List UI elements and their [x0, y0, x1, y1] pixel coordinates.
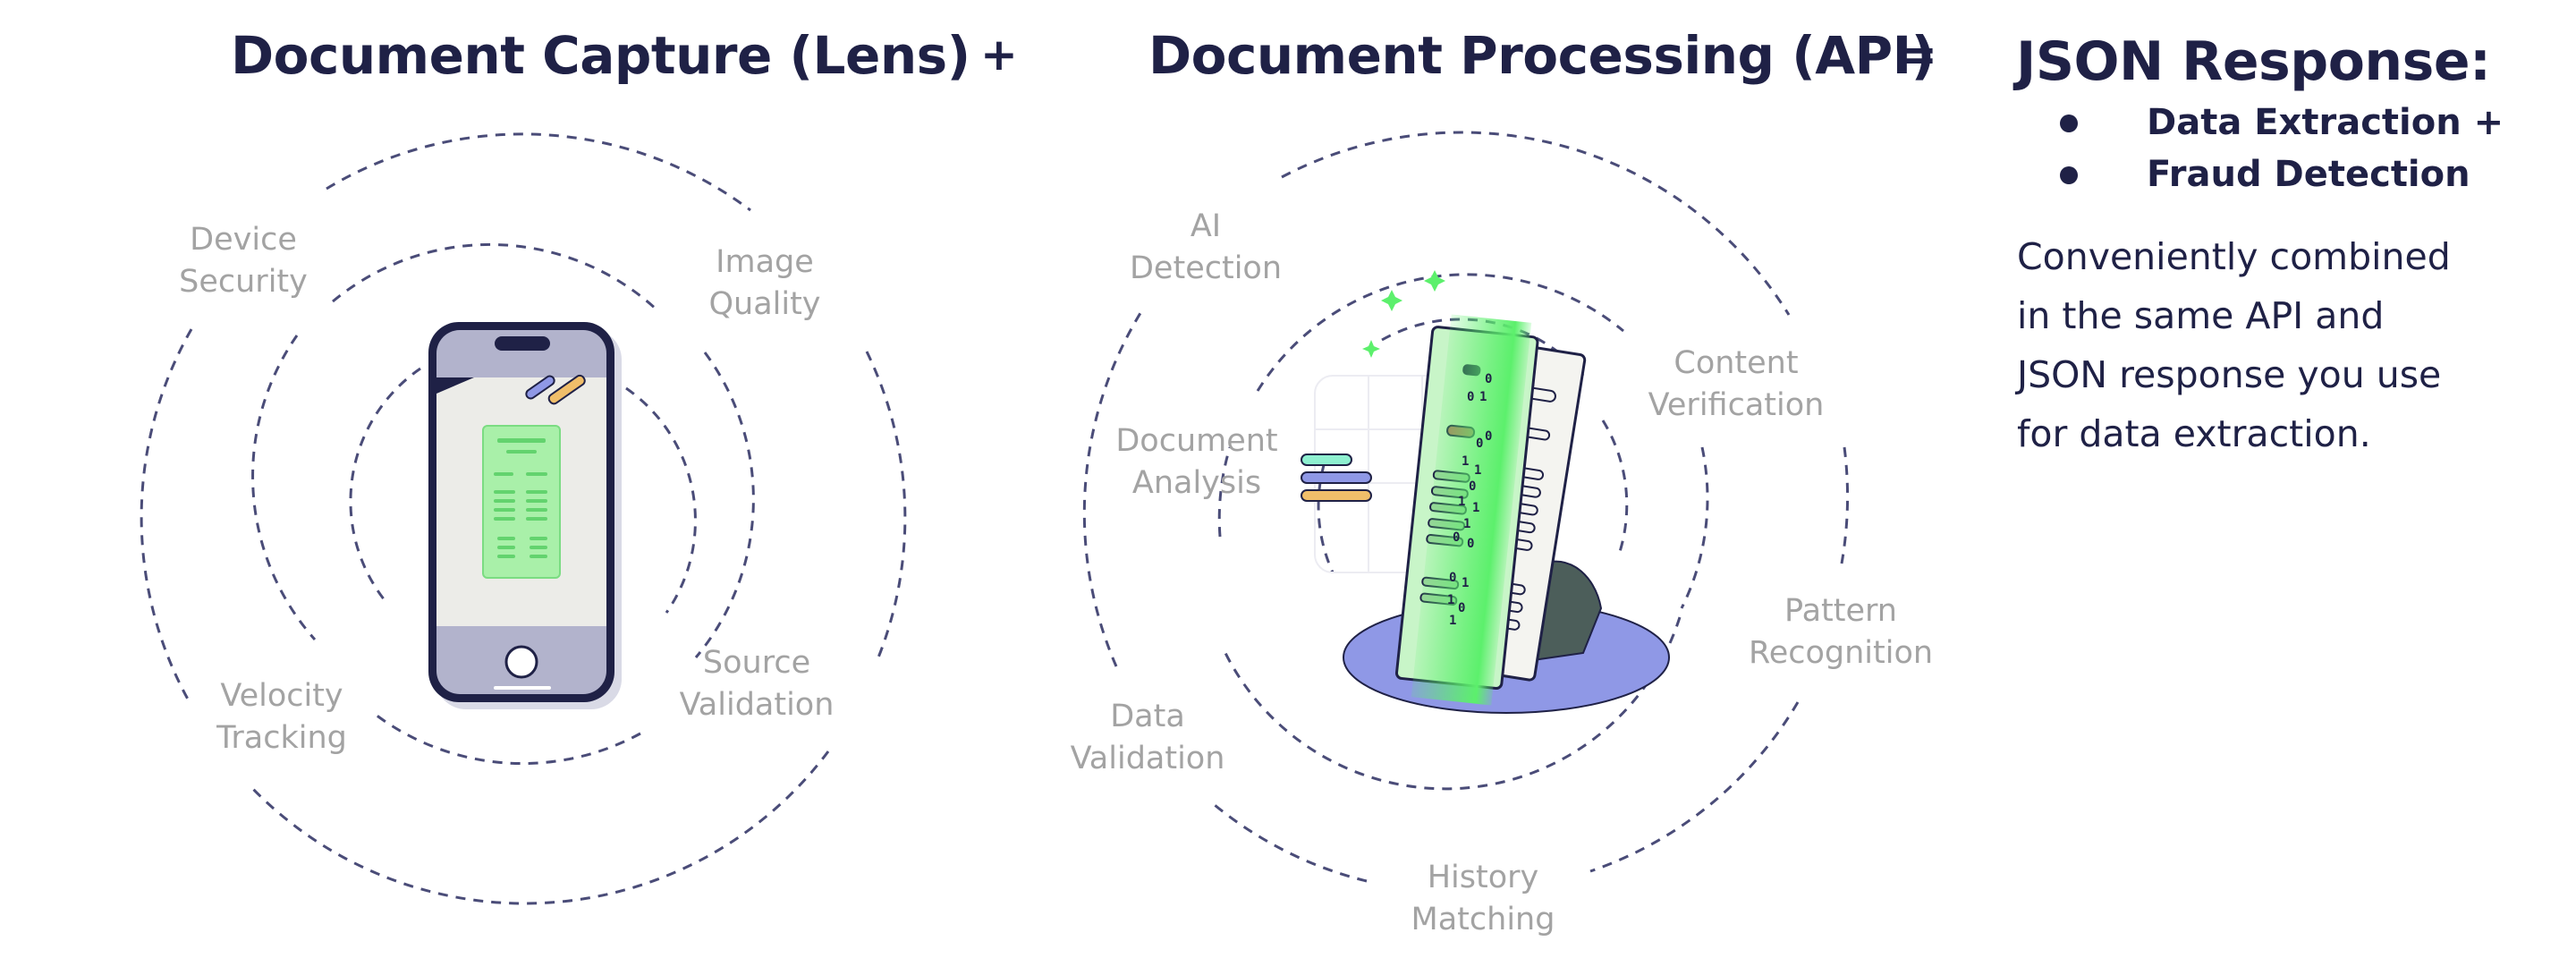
capture-ring-middle-top — [332, 242, 658, 311]
sparkles — [1362, 270, 1445, 358]
capture-heading: Document Capture (Lens) — [231, 25, 970, 86]
phone-pen-orange — [547, 374, 586, 405]
bullet-dot-icon — [2060, 114, 2078, 132]
svg-text:0: 0 — [1467, 390, 1474, 404]
processing-ring-middle-top — [1256, 273, 1624, 392]
processing-ring-outer-bottom-right — [1589, 701, 1800, 873]
processing-ring-middle-right — [1680, 446, 1709, 609]
capture-ring-inner-left — [349, 367, 421, 601]
label-pattern-recognition: Pattern Recognition — [1748, 593, 1934, 671]
label-document-analysis: Document Analysis — [1115, 423, 1278, 501]
svg-text:1: 1 — [1462, 454, 1469, 469]
phone-home-bar — [494, 686, 551, 690]
phone-view-corner — [436, 377, 474, 394]
svg-text:0: 0 — [1485, 429, 1492, 444]
equals-sign: = — [1900, 29, 1937, 81]
svg-text:0: 0 — [1485, 372, 1492, 386]
label-history-matching: History Matching — [1411, 860, 1555, 937]
scan-beam — [1411, 314, 1532, 706]
smartphone-icon — [428, 322, 622, 709]
data-stripes — [1301, 454, 1372, 502]
processing-heading: Document Processing (API) — [1148, 25, 1935, 86]
processing-ring-inner-right — [1601, 420, 1629, 555]
phone-notch — [495, 336, 550, 351]
label-content-verification: Content Verification — [1648, 345, 1825, 423]
svg-text:1: 1 — [1472, 501, 1479, 515]
phone-home-button — [504, 645, 538, 679]
capture-ring-middle-right — [694, 352, 755, 658]
processing-ring-outer-top — [1281, 131, 1791, 316]
bullet-dot-icon — [2060, 166, 2078, 184]
bullet-data-extraction: Data Extraction + — [2017, 97, 2504, 148]
svg-text:1: 1 — [1449, 614, 1456, 628]
label-data-validation: Data Validation — [1070, 699, 1225, 776]
processing-ring-outer-left — [1082, 312, 1142, 667]
svg-text:0: 0 — [1449, 571, 1456, 585]
bullet-text: Data Extraction + — [2147, 102, 2504, 143]
svg-text:1: 1 — [1462, 576, 1469, 590]
capture-ring-outer-bottom — [250, 750, 830, 905]
svg-text:0: 0 — [1469, 479, 1476, 494]
label-ai-detection: AI Detection — [1129, 208, 1283, 286]
svg-text:1: 1 — [1474, 463, 1481, 478]
capture-ring-outer-right — [865, 351, 907, 663]
phone-document-lines — [494, 438, 547, 558]
capture-rings — [140, 132, 907, 905]
label-image-quality: Image Quality — [708, 244, 821, 322]
bullet-fraud-detection: Fraud Detection — [2017, 148, 2504, 200]
capture-ring-middle-bottom — [375, 713, 641, 766]
processing-ring-outer-right — [1840, 446, 1850, 564]
processing-ring-inner-left — [1317, 464, 1335, 573]
response-bullet-list: Data Extraction + Fraud Detection — [2017, 97, 2504, 200]
svg-text:0: 0 — [1458, 601, 1465, 615]
svg-text:0: 0 — [1467, 537, 1474, 551]
svg-text:1: 1 — [1463, 517, 1470, 531]
svg-text:0: 0 — [1453, 530, 1460, 545]
response-description: Conveniently combined in the same API an… — [2017, 235, 2451, 455]
phone-pen-blue — [525, 375, 555, 400]
processing-ring-middle-bottom — [1224, 616, 1682, 791]
json-response-heading: JSON Response: — [2016, 30, 2491, 93]
label-velocity-tracking: Velocity Tracking — [216, 678, 347, 756]
bullet-text: Fraud Detection — [2147, 154, 2470, 195]
label-source-validation: Source Validation — [679, 645, 835, 723]
capture-ring-outer-top — [326, 132, 751, 212]
capture-ring-outer-left — [140, 328, 193, 705]
processing-ring-outer-bottom — [1208, 799, 1368, 883]
svg-text:1: 1 — [1447, 593, 1454, 607]
processing-ring-middle-left — [1217, 446, 1232, 538]
svg-text:1: 1 — [1458, 495, 1465, 509]
svg-text:0: 0 — [1476, 437, 1483, 451]
svg-text:1: 1 — [1479, 390, 1487, 404]
capture-ring-middle-left — [251, 335, 317, 640]
capture-ring-inner-right — [625, 386, 697, 614]
plus-sign: + — [980, 29, 1018, 81]
label-device-security: Device Security — [179, 222, 308, 300]
